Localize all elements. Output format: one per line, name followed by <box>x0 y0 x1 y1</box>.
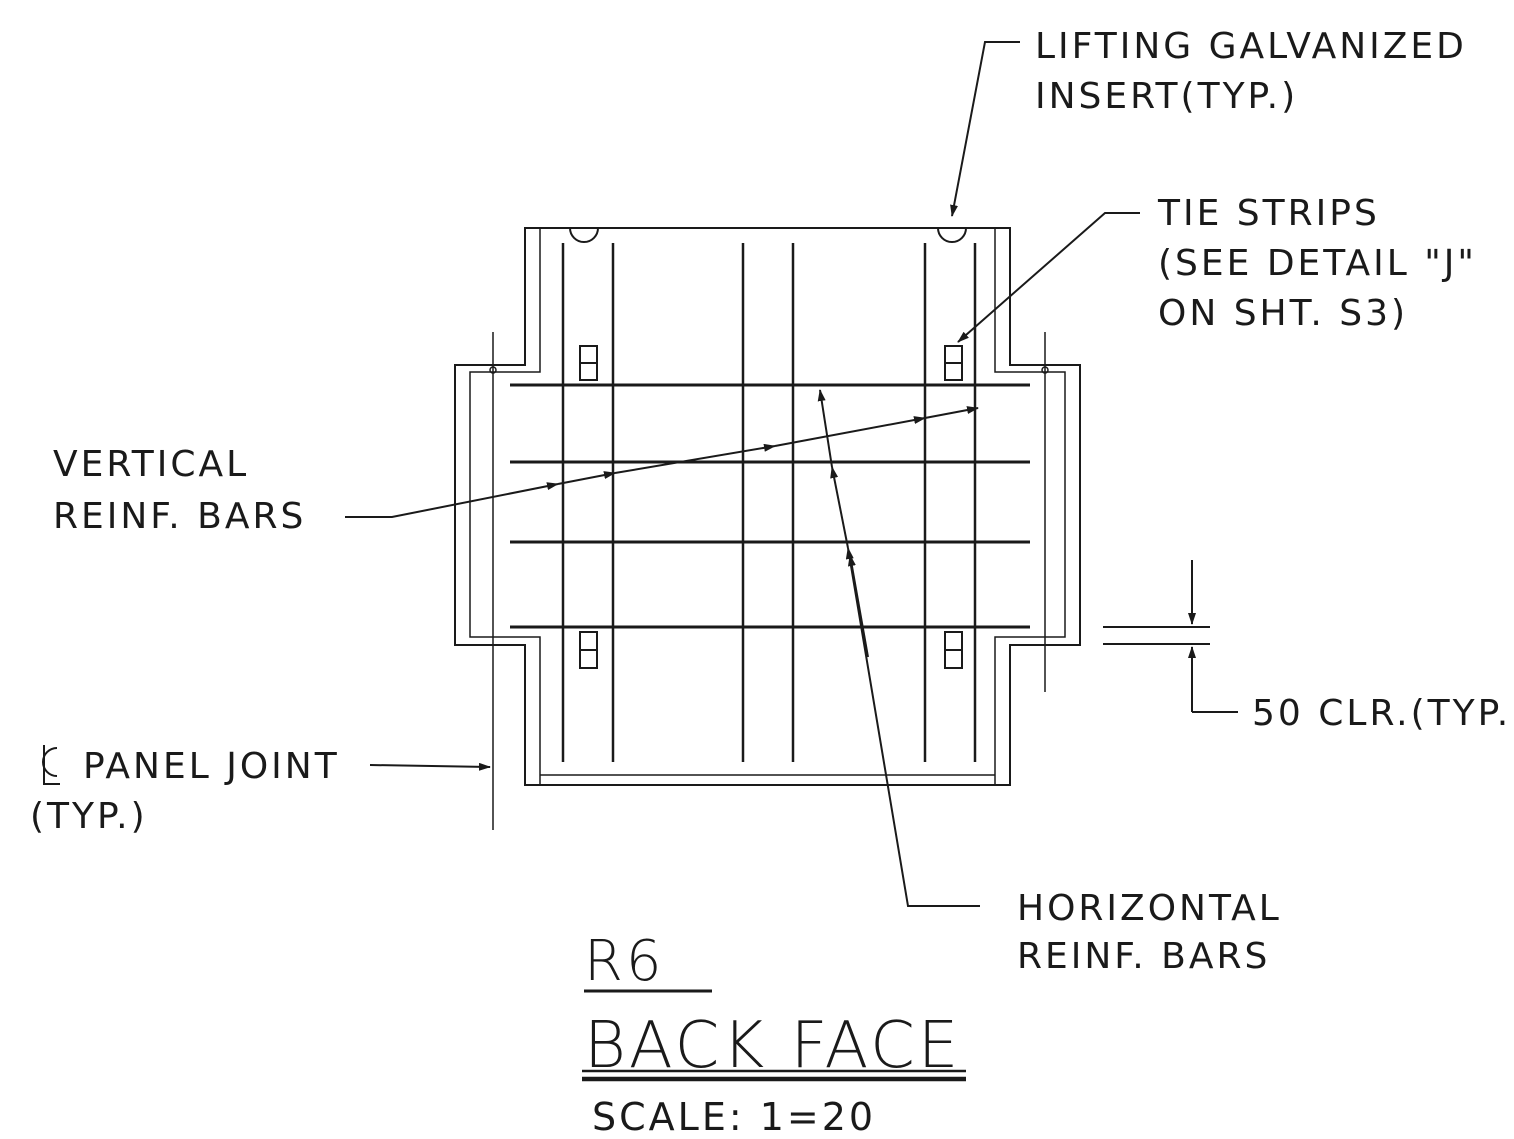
leader-lifting-insert <box>950 41 1020 217</box>
leader-horizontal-bars <box>817 389 980 907</box>
vertical-bars-label-line2: REINF. BARS <box>53 496 306 537</box>
lifting-insert-label-line2: INSERT(TYP.) <box>1035 76 1298 117</box>
leader-vertical-bars <box>345 406 979 518</box>
tie-strips-label-line2: (SEE DETAIL "J" <box>1158 243 1477 284</box>
panel-joint-label-line2: (TYP.) <box>30 796 148 837</box>
clearance-label: 50 CLR.(TYP.) <box>1252 693 1514 734</box>
clearance-dimension <box>1103 560 1238 713</box>
lifting-insert-label-line1: LIFTING GALVANIZED <box>1035 26 1467 67</box>
horizontal-bars-label-line2: REINF. BARS <box>1017 936 1270 977</box>
vertical-reinf-bars <box>561 243 977 762</box>
panel-joint-label-line1: PANEL JOINT <box>83 746 340 787</box>
leader-panel-joint <box>369 762 491 771</box>
leader-tie-strips <box>957 212 1140 343</box>
horizontal-reinf-bars <box>510 383 1030 629</box>
horizontal-bars-label-line1: HORIZONTAL <box>1017 888 1282 929</box>
panel-joint-centerlines <box>489 332 1049 830</box>
tie-strips-label-line3: ON SHT. S3) <box>1158 293 1408 334</box>
panel-outline <box>454 227 1081 786</box>
centerline-symbol <box>42 745 60 785</box>
vertical-bars-label-line1: VERTICAL <box>53 444 249 485</box>
scale-label: SCALE: 1=20 <box>592 1095 876 1139</box>
tie-strips-label-line1: TIE STRIPS <box>1157 193 1380 234</box>
tie-strips <box>579 345 963 669</box>
detail-mark: R6 <box>584 929 665 994</box>
lifting-inserts <box>569 227 967 243</box>
